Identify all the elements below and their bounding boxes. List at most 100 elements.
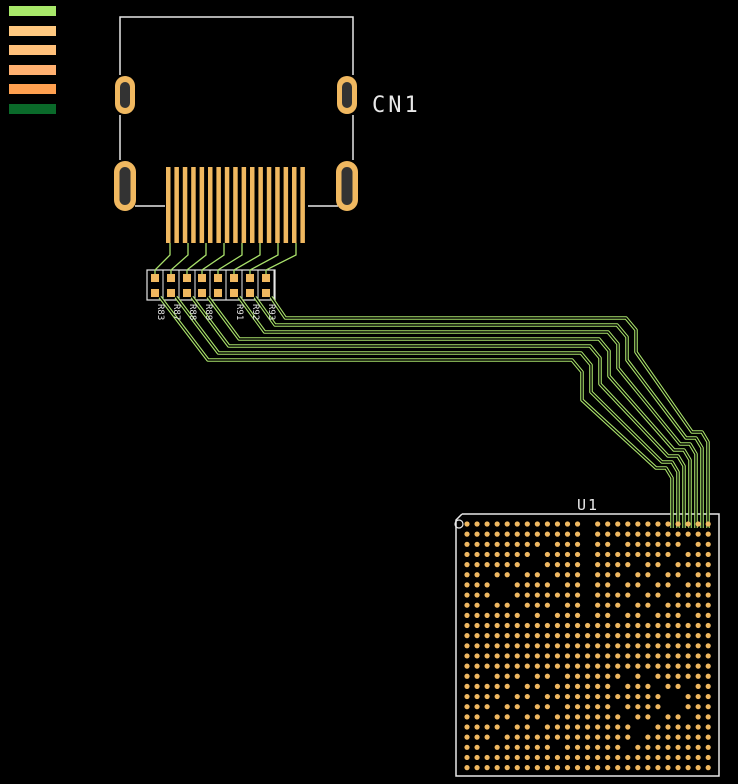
bga-ball [595, 704, 601, 710]
bga-ball [564, 562, 571, 568]
bga-ball [685, 663, 691, 669]
bga-ball [484, 653, 490, 659]
trace-stub [154, 243, 171, 274]
bga-ball [464, 612, 470, 618]
bga-ball [514, 704, 520, 710]
bga-ball [685, 582, 691, 588]
resistor-label: R83 [155, 304, 165, 320]
bga-ball [605, 724, 611, 730]
bga-ball [665, 582, 671, 588]
bga-ball [695, 693, 701, 700]
bga-ball [635, 572, 641, 578]
bga-ball [464, 551, 470, 558]
bga-ball [705, 734, 711, 740]
bga-ball [605, 653, 611, 659]
bga-ball [695, 683, 701, 690]
bga-ball [585, 663, 591, 669]
bga-ball [665, 643, 671, 649]
bga-ball [645, 592, 651, 598]
bga-ball [705, 765, 711, 771]
bga-ball [514, 765, 520, 771]
bga-ball [605, 622, 611, 629]
bga-ball [625, 704, 631, 710]
bga-ball [635, 744, 641, 750]
legend-swatch-layer-1[interactable] [9, 6, 56, 16]
bga-ball [534, 572, 540, 578]
bga-ball [685, 562, 691, 568]
bga-ball [635, 653, 641, 659]
bga-ball [675, 683, 681, 690]
bga-ball [615, 562, 621, 568]
bga-ball [574, 582, 581, 588]
bga-ball [655, 643, 661, 649]
trace-stub [265, 243, 297, 274]
bga-ball [524, 572, 530, 578]
bga-ball [635, 663, 641, 669]
bga-ball [504, 683, 510, 690]
bga-ball [675, 592, 681, 598]
bga-ball [554, 765, 561, 771]
bga-ball [534, 683, 540, 690]
bga-ball [625, 633, 631, 639]
bga-ball [705, 592, 711, 598]
bga-ball [524, 633, 530, 639]
bga-ball [564, 704, 571, 710]
bga-ball [665, 602, 671, 608]
bga-ball [524, 734, 530, 740]
legend-swatch-layer-2[interactable] [9, 25, 56, 36]
bga-ball [554, 683, 561, 690]
bga-ball [504, 744, 510, 750]
bga-ball [474, 704, 480, 710]
bga-ball [464, 541, 470, 547]
bga-ball [635, 693, 641, 700]
bga-ball [635, 582, 641, 588]
bga-ball [534, 622, 540, 629]
bga-ball [675, 622, 681, 629]
bga-ball [514, 551, 520, 558]
bga-ball [605, 572, 611, 578]
bga-ball [665, 754, 671, 761]
bga-ball [574, 744, 581, 750]
bga-ball [544, 754, 551, 761]
bga-ball [554, 572, 561, 578]
connector-finger [216, 167, 221, 243]
bga-ball [595, 663, 601, 669]
bga-ball [645, 663, 651, 669]
bga-ball [504, 653, 510, 659]
bga-ball [595, 683, 601, 690]
legend-swatch-layer-3[interactable] [9, 45, 56, 55]
bga-ball [484, 734, 490, 740]
bga-ball [494, 653, 500, 659]
resistor-pad [151, 274, 159, 282]
bga-ball [554, 754, 561, 761]
bga-ball [484, 612, 490, 618]
bga-ball [524, 744, 530, 750]
bga-ball [705, 653, 711, 659]
bga-ball [484, 693, 490, 700]
bga-ball [564, 612, 571, 618]
bga-ball [464, 562, 470, 568]
connector-finger [241, 167, 247, 243]
trace-core [270, 296, 709, 528]
legend-swatch-layer-6[interactable] [9, 103, 56, 114]
bga-ball [464, 693, 470, 700]
bga-ball [615, 744, 621, 750]
bga-ball [544, 663, 551, 669]
bga-ball [705, 633, 711, 639]
bga-ball [645, 704, 651, 710]
legend-swatch-layer-4[interactable] [9, 64, 56, 75]
resistor-pad [246, 274, 254, 282]
bga-ball [605, 704, 611, 710]
bga-ball [705, 551, 711, 558]
resistor-pad [198, 289, 206, 297]
bga-ball [655, 734, 661, 740]
bga-ball [675, 521, 681, 527]
bga-ball [595, 521, 601, 527]
bga-ball [484, 633, 490, 639]
connector-finger [199, 167, 205, 243]
bga-ball [474, 673, 480, 679]
bga-ball [645, 693, 651, 700]
legend-swatch-layer-5[interactable] [9, 84, 56, 94]
bga-ball [514, 744, 520, 750]
